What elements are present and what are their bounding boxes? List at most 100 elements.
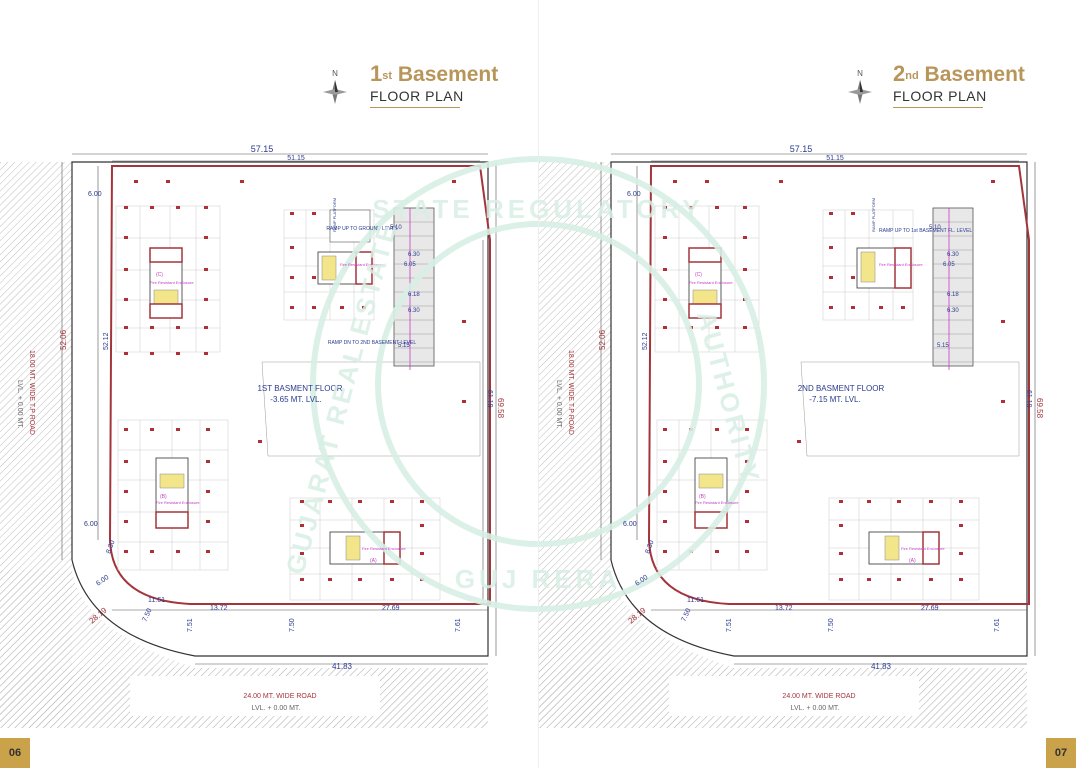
page-heading: 1st Basement FLOOR PLAN xyxy=(370,62,498,108)
columns xyxy=(124,180,466,581)
stair-b-label: (B) xyxy=(160,494,167,500)
page-title: 1st Basement xyxy=(370,61,499,87)
floor-plan-left: 57.15 51.15 6.00 6.00 13.72 27.69 41.83 … xyxy=(0,144,538,728)
ramp-up-label: RAMP UP TO GROUND LEVEL xyxy=(326,226,398,232)
stair-c-label: (C) xyxy=(156,272,163,278)
fire-enclosure-a-2: Fire Resistant Enclosure xyxy=(901,546,945,551)
dim-right-outer: 69.58 xyxy=(496,398,505,419)
dim-setback-nw-2: 6.00 xyxy=(627,191,641,198)
floor-level: -3.65 MT. LVL. xyxy=(270,395,321,404)
dim-left-outer: 52.06 xyxy=(59,329,68,350)
stair-core-c xyxy=(149,247,183,319)
front-road-label-2: 24.00 MT. WIDE ROAD xyxy=(782,693,855,700)
dim-top-outer-2: 57.15 xyxy=(790,144,813,154)
stair-c-label-2: (C) xyxy=(695,272,702,278)
dim-bottom-outer-2: 41.83 xyxy=(871,662,892,671)
ramp-platform: RAMP PLATFORM xyxy=(332,198,337,232)
dim-top-inner: 51.15 xyxy=(287,155,305,162)
fire-enclosure-a: Fire Resistant Enclosure xyxy=(362,546,406,551)
svg-text:N: N xyxy=(332,69,338,78)
dim-curve-8-2: 8.30 xyxy=(644,539,655,554)
dim-top-outer: 57.15 xyxy=(251,144,274,154)
page-heading-2: 2nd Basement FLOOR PLAN xyxy=(893,62,1025,108)
ramp-dim-5: 5.15 xyxy=(398,343,410,349)
dim-right-outer-2: 69.58 xyxy=(1035,398,1044,419)
front-road-level-2: LVL. + 0.00 MT. xyxy=(791,705,840,712)
stair-b-label-2: (B) xyxy=(699,494,706,500)
side-road-level-2: LVL. + 0.00 MT. xyxy=(555,380,562,429)
fire-enclosure-d: Fire Resistant Enclosure xyxy=(340,262,384,267)
dim-setback-sw-2: 6.00 xyxy=(623,521,637,528)
retaining-wall-2 xyxy=(647,165,1030,605)
stair-core-b xyxy=(155,457,189,529)
ramp-2 xyxy=(932,207,974,370)
watermark-ring-right xyxy=(539,156,767,612)
page-title-2: 2nd Basement xyxy=(893,61,1025,87)
retaining-wall xyxy=(108,165,491,605)
compass-icon: N xyxy=(323,69,347,104)
dim-setback-750-2: 7.50 xyxy=(828,618,835,632)
fire-enclosure-c-2: Fire Resistant Enclosure xyxy=(689,280,733,285)
dim-right-inner: 61.19 xyxy=(486,390,493,408)
ramp-dim-1: 6.30 xyxy=(408,252,420,258)
dim-setback-761: 7.61 xyxy=(455,618,462,632)
dim-setback-751: 7.51 xyxy=(187,618,194,632)
dim-right-inner-2: 61.19 xyxy=(1025,390,1032,408)
dim-top-inner-2: 51.15 xyxy=(826,155,844,162)
floor-label-2: 2ND BASMENT FLOOR xyxy=(798,384,885,393)
ramp-dim-4: 6.30 xyxy=(408,308,420,314)
stair-a-label: (A) xyxy=(370,558,377,564)
heading-rule-2 xyxy=(893,107,983,108)
fire-enclosure-b-2: Fire Resistant Enclosure xyxy=(695,500,739,505)
front-road-level: LVL. + 0.00 MT. xyxy=(252,705,301,712)
dim-setback-sw: 6.00 xyxy=(84,521,98,528)
dim-setback-750: 7.50 xyxy=(289,618,296,632)
side-road-level: LVL. + 0.00 MT. xyxy=(16,380,23,429)
ramp-dim-0: 5.10 xyxy=(390,225,402,231)
page-number-2: 07 xyxy=(1046,738,1076,768)
ramp-dim-0-2: 5.10 xyxy=(929,225,941,231)
watermark-ring-left xyxy=(310,156,538,612)
dim-bottom-inner-right-2: 27.69 xyxy=(921,605,939,612)
dim-bottom-inner-right: 27.69 xyxy=(382,605,400,612)
ramp-dim-4-2: 6.30 xyxy=(947,308,959,314)
dim-setback-751-2: 7.51 xyxy=(726,618,733,632)
open-area xyxy=(261,361,481,457)
floor-label: 1ST BASMENT FLOOR xyxy=(257,384,342,393)
dim-curve-8: 8.30 xyxy=(105,539,116,554)
dim-left-outer-2: 52.06 xyxy=(598,329,607,350)
page-number: 06 xyxy=(0,738,30,768)
page-right: 57.15 51.15 6.00 6.00 13.72 27.69 41.83 … xyxy=(538,0,1076,768)
fire-enclosure-d-2: Fire Resistant Enclosure xyxy=(879,262,923,267)
ramp-down-label: RAMP DN TO 2ND BASEMENT LEVEL xyxy=(328,340,416,346)
dim-bottom-inner-left: 13.72 xyxy=(210,605,228,612)
svg-text:N: N xyxy=(857,69,863,78)
ramp-dim-1-2: 6.30 xyxy=(947,252,959,258)
page-subtitle-2: FLOOR PLAN xyxy=(893,88,987,104)
dim-left-inner-2: 52.12 xyxy=(642,332,649,350)
dim-bottom-inner-left-2: 13.72 xyxy=(775,605,793,612)
page-left: 57.15 51.15 6.00 6.00 13.72 27.69 41.83 … xyxy=(0,61,538,768)
ramp-dim-3-2: 6.18 xyxy=(947,292,959,298)
side-road-label: 18.00 MT. WIDE T.P ROAD xyxy=(28,350,35,435)
front-road-label: 24.00 MT. WIDE ROAD xyxy=(243,693,316,700)
column-grid-nw xyxy=(115,205,221,353)
side-road-label-2: 18.00 MT. WIDE T.P ROAD xyxy=(567,350,574,435)
ramp-dim-3: 6.18 xyxy=(408,292,420,298)
ramp-dim-5-2: 5.15 xyxy=(937,343,949,349)
fire-enclosure-b: Fire Resistant Enclosure xyxy=(156,500,200,505)
stair-a-label-2: (A) xyxy=(909,558,916,564)
floor-plan-right: 57.15 51.15 6.00 6.00 13.72 27.69 41.83 … xyxy=(539,144,1044,728)
dim-curve-11: 11.61 xyxy=(148,597,165,604)
ramp-dim-2-2: 6.05 xyxy=(943,262,955,268)
fire-enclosure-c: Fire Resistant Enclosure xyxy=(150,280,194,285)
dim-setback-761-2: 7.61 xyxy=(994,618,1001,632)
floor-level-2: -7.15 MT. LVL. xyxy=(809,395,860,404)
dim-bottom-outer: 41.83 xyxy=(332,662,353,671)
dim-left-inner: 52.12 xyxy=(103,332,110,350)
ramp-up-label-2: RAMP UP TO 1st BASEMENT FL. LEVEL xyxy=(879,228,972,234)
ramp-platform-2: RAMP PLATFORM xyxy=(871,198,876,232)
ramp-dim-2: 6.05 xyxy=(404,262,416,268)
heading-rule xyxy=(370,107,460,108)
page-subtitle: FLOOR PLAN xyxy=(370,88,464,104)
